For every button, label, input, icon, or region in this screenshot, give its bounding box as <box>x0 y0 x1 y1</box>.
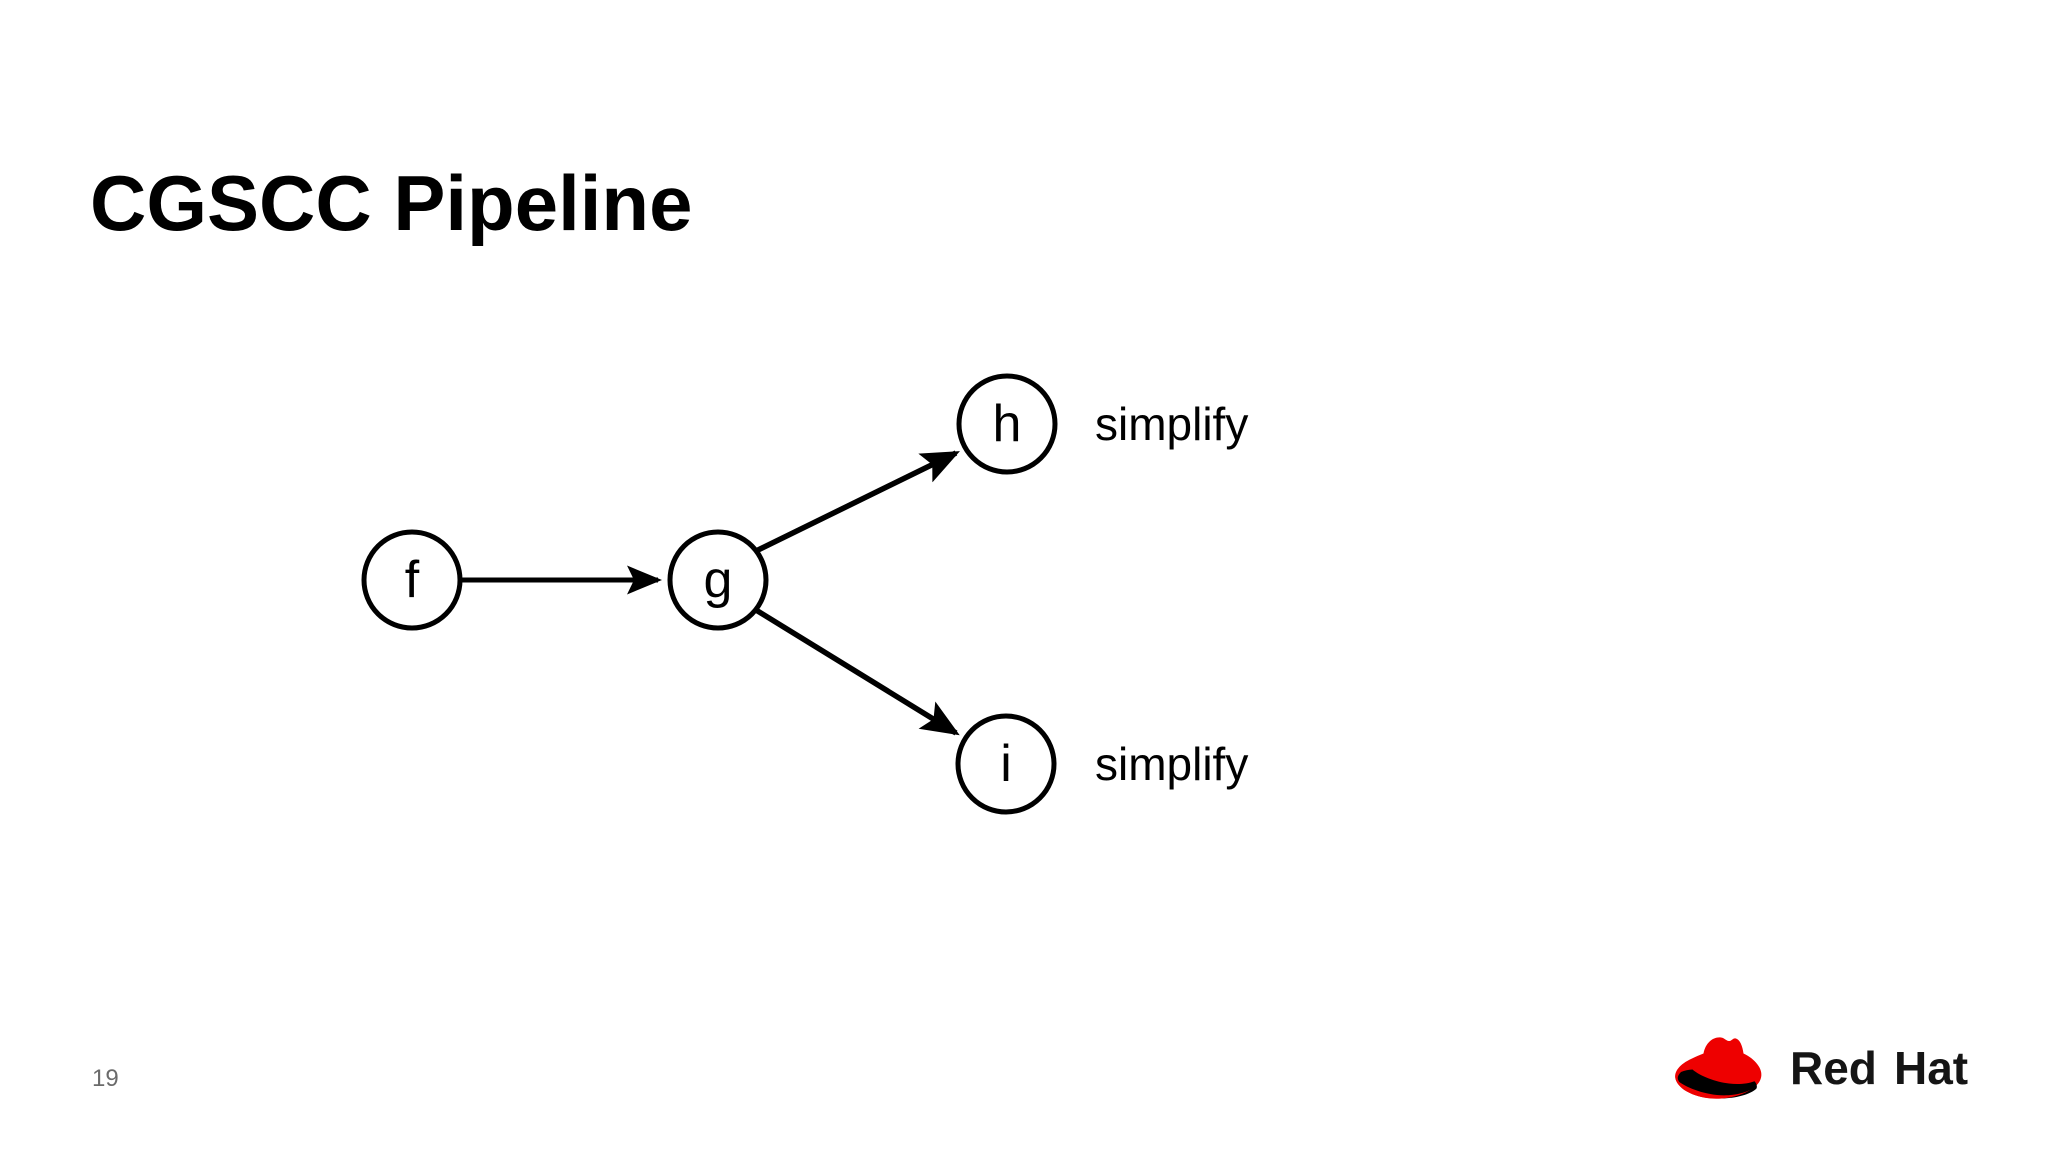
red-hat-fedora-icon <box>1675 1037 1762 1099</box>
red-hat-wordmark: Red Hat <box>1790 1042 1968 1094</box>
edge-line <box>754 607 960 736</box>
node-label-i: i <box>1000 735 1012 793</box>
node-label-g: g <box>704 551 733 609</box>
edge-line <box>754 450 960 554</box>
page-title: CGSCC Pipeline <box>90 159 693 248</box>
red-hat-logo: Red Hat <box>1672 1032 1986 1108</box>
node-circle <box>361 529 463 631</box>
graph-node-f[interactable]: f <box>361 529 463 631</box>
graph-node-h[interactable]: h <box>956 373 1058 475</box>
page-number: 19 <box>92 1065 119 1092</box>
wordmark-red: Red <box>1790 1042 1877 1094</box>
node-label-f: f <box>405 551 420 609</box>
annotation-simplify-i: simplify <box>1095 738 1248 790</box>
wordmark-hat: Hat <box>1894 1042 1968 1094</box>
graph-node-i[interactable]: i <box>955 713 1057 815</box>
graph-node-g[interactable]: g <box>667 529 769 631</box>
node-label-h: h <box>993 395 1022 453</box>
edge-g-to-i <box>754 607 960 736</box>
node-circle <box>956 373 1058 475</box>
node-circle <box>667 529 769 631</box>
edge-g-to-h <box>754 450 960 554</box>
annotation-simplify-h: simplify <box>1095 398 1248 450</box>
node-circle <box>955 713 1057 815</box>
